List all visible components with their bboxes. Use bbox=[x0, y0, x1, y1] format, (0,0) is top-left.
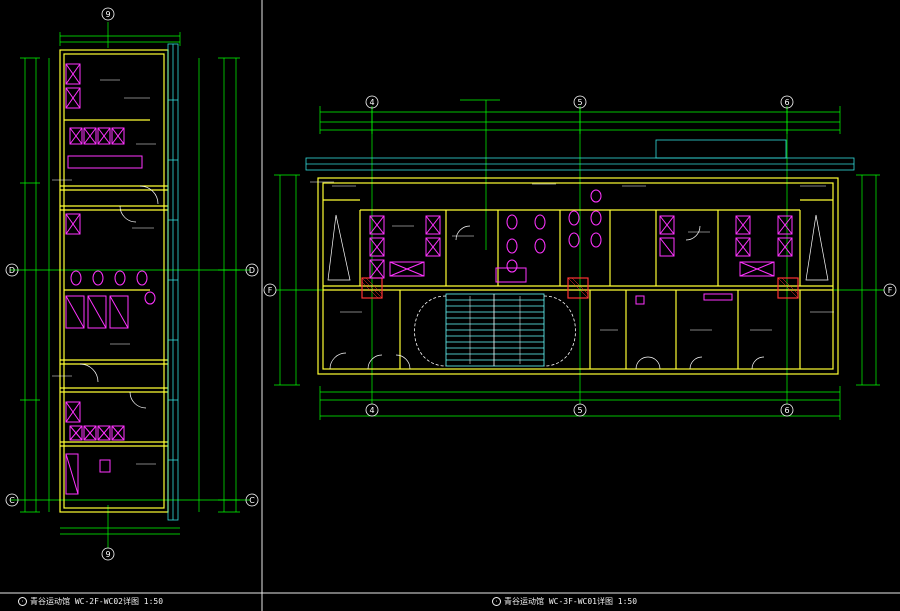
right-drawing-caption: ·青谷运动馆 WC-3F-WC01详图 1:50 bbox=[492, 597, 637, 607]
left-grid-bubble-d-right bbox=[245, 263, 259, 277]
right-grid-label-top-4: 4 bbox=[369, 98, 374, 107]
right-grid-label-f-left: F bbox=[268, 286, 273, 295]
right-sanitary-fixtures bbox=[369, 189, 793, 305]
right-door-swings bbox=[329, 225, 765, 370]
left-grid-bubble-c-right bbox=[245, 493, 259, 507]
right-curtain-wall bbox=[305, 139, 855, 171]
right-grid-bubble-bottom-6 bbox=[780, 403, 794, 417]
right-grid-label-top-6: 6 bbox=[784, 98, 789, 107]
right-grid-bubbles: 4 5 6 4 5 6 F F bbox=[263, 95, 897, 417]
detail-marker-icon: · bbox=[492, 597, 501, 606]
right-grid-bubble-bottom-5 bbox=[573, 403, 587, 417]
left-annotation-ticks bbox=[52, 79, 156, 465]
right-caption-text: 青谷运动馆 WC-3F-WC01详图 1:50 bbox=[504, 597, 638, 606]
right-grid-label-f-right: F bbox=[888, 286, 893, 295]
left-grid-bubble-top bbox=[101, 7, 115, 21]
right-grid-bubble-top-4 bbox=[365, 95, 379, 109]
right-grid-bubble-top-5 bbox=[573, 95, 587, 109]
right-shaft-markers bbox=[327, 214, 829, 281]
right-stair-curve-left bbox=[414, 295, 447, 367]
left-grid-label-c-right: C bbox=[249, 496, 255, 505]
left-sanitary-fixtures bbox=[65, 63, 156, 495]
right-grid-bubble-bottom-4 bbox=[365, 403, 379, 417]
right-grid-bubble-top-6 bbox=[780, 95, 794, 109]
right-annotation-ticks bbox=[310, 181, 834, 331]
right-stairwell bbox=[445, 293, 545, 367]
right-grid-label-bottom-5: 5 bbox=[577, 406, 582, 415]
right-stair-curve-right bbox=[543, 295, 576, 367]
left-curtain-wall bbox=[167, 43, 179, 521]
left-grid-bubble-c-left bbox=[5, 493, 19, 507]
right-structural-columns bbox=[361, 277, 799, 299]
right-grid-label-top-5: 5 bbox=[577, 98, 582, 107]
left-floor-plan: 9 9 D D C C bbox=[5, 7, 259, 561]
left-grid-bubble-d-left bbox=[5, 263, 19, 277]
detail-marker-icon: · bbox=[18, 597, 27, 606]
right-grid-label-bottom-6: 6 bbox=[784, 406, 789, 415]
left-grid-label-bottom: 9 bbox=[105, 550, 110, 559]
right-grid-bubble-f-right bbox=[883, 283, 897, 297]
right-walls bbox=[317, 177, 839, 375]
right-grid-label-bottom-4: 4 bbox=[369, 406, 374, 415]
left-dimension-lines bbox=[10, 22, 250, 548]
left-grid-bubble-bottom bbox=[101, 547, 115, 561]
left-grid-label-d-right: D bbox=[249, 266, 255, 275]
left-drawing-caption: ·青谷运动馆 WC-2F-WC02详图 1:50 bbox=[18, 597, 163, 607]
left-grid-bubbles: 9 9 D D C C bbox=[5, 7, 259, 561]
left-grid-label-top: 9 bbox=[105, 10, 110, 19]
left-grid-label-c-left: C bbox=[9, 496, 15, 505]
right-grid-bubble-f-left bbox=[263, 283, 277, 297]
right-floor-plan: 4 5 6 4 5 6 F F bbox=[263, 95, 897, 420]
left-door-swings bbox=[79, 185, 159, 409]
left-caption-text: 青谷运动馆 WC-2F-WC02详图 1:50 bbox=[30, 597, 164, 606]
left-grid-label-d-left: D bbox=[9, 266, 15, 275]
